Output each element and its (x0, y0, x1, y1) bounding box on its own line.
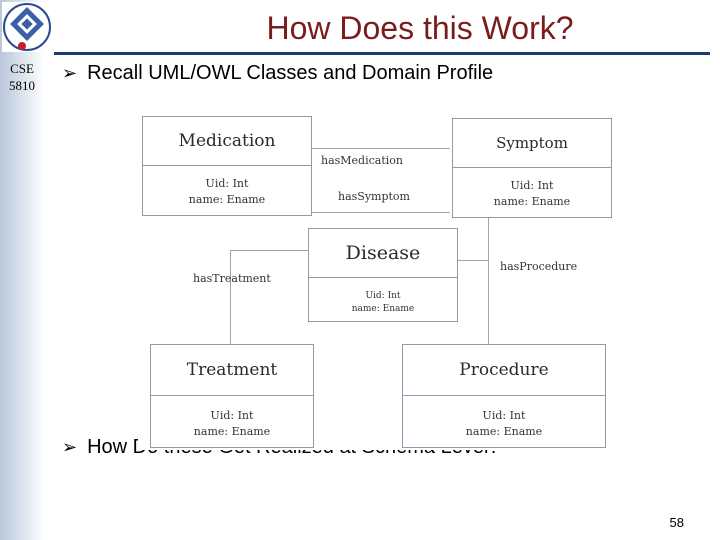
class-attribute: Uid: Int (210, 409, 254, 422)
class-name: Treatment (151, 345, 313, 396)
class-attribute: Uid: Int (205, 177, 249, 190)
connector-line (310, 148, 450, 149)
relation-label: hasProcedure (500, 260, 578, 273)
class-attribute: name: Ename (188, 193, 266, 206)
class-symptom: Symptom Uid: Int name: Ename (452, 118, 612, 218)
arrow-bullet-icon: ➢ (62, 437, 78, 457)
class-attribute: name: Ename (493, 195, 571, 208)
course-dept: CSE (10, 61, 34, 76)
connector-line (488, 218, 489, 344)
class-name: Medication (143, 117, 311, 166)
relation-label: hasTreatment (193, 272, 271, 285)
course-label: CSE 5810 (2, 60, 42, 94)
class-attribute: name: Ename (465, 425, 543, 438)
class-name: Disease (309, 229, 457, 278)
class-procedure: Procedure Uid: Int name: Ename (402, 344, 606, 448)
connector-line (230, 250, 310, 251)
connector-line (456, 260, 488, 261)
class-medication: Medication Uid: Int name: Ename (142, 116, 312, 216)
class-attribute: Uid: Int (510, 179, 554, 192)
class-treatment: Treatment Uid: Int name: Ename (150, 344, 314, 448)
title-divider (54, 52, 710, 55)
relation-label: hasSymptom (338, 190, 410, 203)
slide-sidebar (0, 0, 44, 540)
page-number: 58 (669, 515, 684, 530)
connector-line (230, 250, 231, 344)
class-attribute: Uid: Int (365, 291, 401, 301)
connector-line (310, 212, 450, 213)
class-name: Procedure (403, 345, 605, 396)
class-attribute: name: Ename (351, 304, 415, 314)
bullet-text: Recall UML/OWL Classes and Domain Profil… (87, 62, 494, 84)
slide-title: How Does this Work? (266, 10, 574, 46)
class-attribute: Uid: Int (482, 409, 526, 422)
relation-label: hasMedication (321, 154, 403, 167)
university-logo (2, 2, 52, 52)
arrow-bullet-icon: ➢ (62, 63, 78, 83)
class-attribute: name: Ename (193, 425, 271, 438)
uml-class-diagram: Medication Uid: Int name: Ename Symptom … (138, 112, 618, 450)
course-number: 5810 (9, 78, 35, 93)
class-disease: Disease Uid: Int name: Ename (308, 228, 458, 322)
class-name: Symptom (453, 119, 611, 168)
bullet-item: ➢ Recall UML/OWL Classes and Domain Profi… (62, 62, 493, 85)
